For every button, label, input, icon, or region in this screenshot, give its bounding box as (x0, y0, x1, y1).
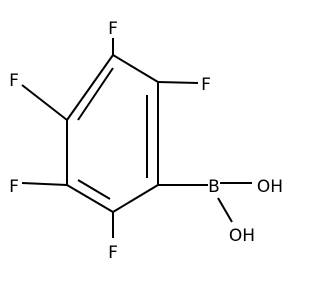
atom-label-oh-upper: OH (257, 177, 283, 197)
ring-bond-bottom-left (66, 184, 114, 213)
double-bond-inner-top-left (77, 67, 114, 121)
atom-label-f-upper-right: F (201, 75, 211, 95)
bond-to-f-upper-right (157, 81, 199, 84)
atom-label-f-bottom: F (108, 243, 118, 263)
bond-to-f-lower-left (21, 182, 68, 186)
ring-bond-bottom-right (112, 184, 159, 213)
atom-label-f-top: F (108, 19, 118, 39)
ring-bond-top-right (112, 54, 159, 83)
atom-label-oh-lower: OH (229, 226, 255, 246)
atom-label-f-upper-left: F (9, 71, 19, 91)
molecule-structure-diagram: F F F F F B OH OH (9, 19, 283, 263)
bond-boron-to-oh-lower (217, 197, 233, 223)
atom-label-f-lower-left: F (9, 177, 19, 197)
double-bond-inner-bottom-left (77, 179, 111, 200)
atom-label-boron: B (208, 177, 220, 197)
bond-to-f-upper-left (21, 84, 68, 121)
ring-bond-top-left (66, 54, 114, 121)
